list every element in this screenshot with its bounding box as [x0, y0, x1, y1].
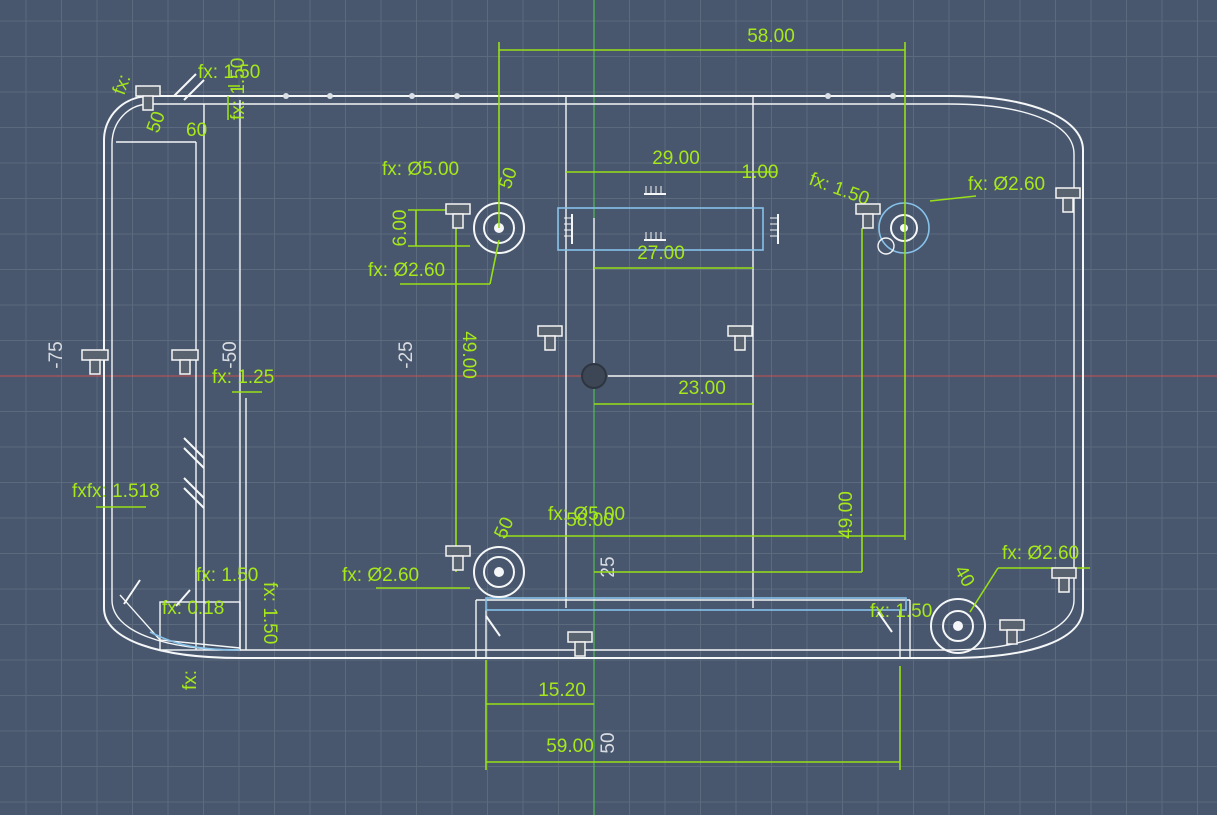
dim-boss-offset[interactable]: 6.00 — [390, 210, 411, 247]
horizontal-constraint-icon — [445, 545, 471, 571]
ruler-label-neg50: -50 — [220, 341, 241, 368]
dim-center-offset[interactable]: 23.00 — [678, 378, 726, 399]
horizontal-constraint-icon — [135, 85, 161, 111]
horizontal-constraint-icon — [537, 325, 563, 351]
dim-slot-width[interactable]: 29.00 — [652, 148, 700, 169]
projected-slot[interactable] — [557, 207, 764, 251]
enclosure-inner-outline[interactable] — [111, 103, 1075, 651]
dim-slot-inner[interactable]: 27.00 — [637, 243, 685, 264]
parallel-constraint-icon — [644, 186, 666, 195]
expr-tl-fillet[interactable]: fx: 1.50 — [198, 62, 260, 83]
horizontal-constraint-icon — [855, 203, 881, 229]
expr-bottom-left-small[interactable]: fx: 0.18 — [162, 598, 224, 619]
horizontal-constraint-icon — [1051, 567, 1077, 593]
expr-left-side-lower[interactable]: fx: — [180, 670, 201, 690]
dim-bottom-width[interactable]: 59.00 — [546, 736, 594, 757]
parallel-constraint-icon — [644, 232, 666, 241]
ruler-label-neg25: -25 — [396, 341, 417, 368]
expr-bottom-left-fillet[interactable]: fx: 1.50 — [196, 565, 258, 586]
snap-points — [283, 93, 896, 99]
projected-bottom-strip[interactable] — [485, 597, 907, 611]
expr-bottom-left-diameter[interactable]: fx: Ø5.00 — [548, 504, 625, 525]
expr-top-left-hole[interactable]: fx: Ø2.60 — [368, 260, 445, 281]
dim-slot-gap[interactable]: 1.00 — [742, 162, 779, 183]
dim-vertical-right[interactable]: 49.00 — [836, 491, 857, 539]
expr-bottom-left-hole[interactable]: fx: Ø2.60 — [342, 565, 419, 586]
constraint-icons — [81, 73, 1081, 657]
dim-mid-width[interactable]: 58.00 — [566, 510, 614, 531]
horizontal-constraint-icon — [81, 349, 109, 375]
expr-top-left-diameter[interactable]: fx: Ø5.00 — [382, 159, 459, 180]
sketch-origin-point[interactable] — [581, 363, 607, 389]
ruler-label-50: 50 — [598, 732, 619, 753]
boss-bottom-left[interactable] — [473, 546, 525, 598]
expr-top-left-vertical[interactable]: fx: 1.50 — [228, 58, 249, 120]
expr-top-right-hole[interactable]: fx: Ø2.60 — [968, 174, 1045, 195]
dim-vertical-left[interactable]: 49.00 — [458, 331, 479, 379]
expr-corner-small-c[interactable]: 60 — [186, 120, 207, 141]
parallel-constraint-icon — [770, 214, 779, 244]
horizontal-constraint-icon — [567, 631, 593, 657]
expr-wall-offset[interactable]: fx: 1.25 — [212, 367, 274, 388]
dim-bottom-offset[interactable]: 15.20 — [538, 680, 586, 701]
parallel-constraint-icon — [564, 214, 573, 244]
expr-bottom-left-vertical[interactable]: fx: 1.50 — [259, 582, 280, 644]
expr-wall-left[interactable]: fxfx: 1.518 — [72, 481, 160, 502]
horizontal-constraint-icon — [171, 349, 199, 375]
ruler-label-neg75: -75 — [46, 341, 67, 368]
bottom-left-pocket[interactable] — [159, 601, 241, 651]
perpendicular-constraint-icon — [123, 73, 893, 637]
horizontal-constraint-icon — [727, 325, 753, 351]
horizontal-constraint-icon — [1055, 187, 1081, 213]
enclosure-outline[interactable] — [103, 95, 1084, 659]
horizontal-constraint-icon — [445, 203, 471, 229]
boss-top-right[interactable] — [877, 202, 930, 255]
expr-bottom-right-small[interactable]: fx: 1.50 — [870, 601, 932, 622]
dim-top-width[interactable]: 58.00 — [747, 26, 795, 47]
expr-bottom-right-hole[interactable]: fx: Ø2.60 — [1002, 543, 1079, 564]
projected-bottom-left-curve[interactable] — [149, 631, 241, 651]
horizontal-constraint-icon — [999, 619, 1025, 645]
boss-bottom-right[interactable] — [930, 598, 986, 654]
ruler-label-25: 25 — [598, 556, 619, 577]
